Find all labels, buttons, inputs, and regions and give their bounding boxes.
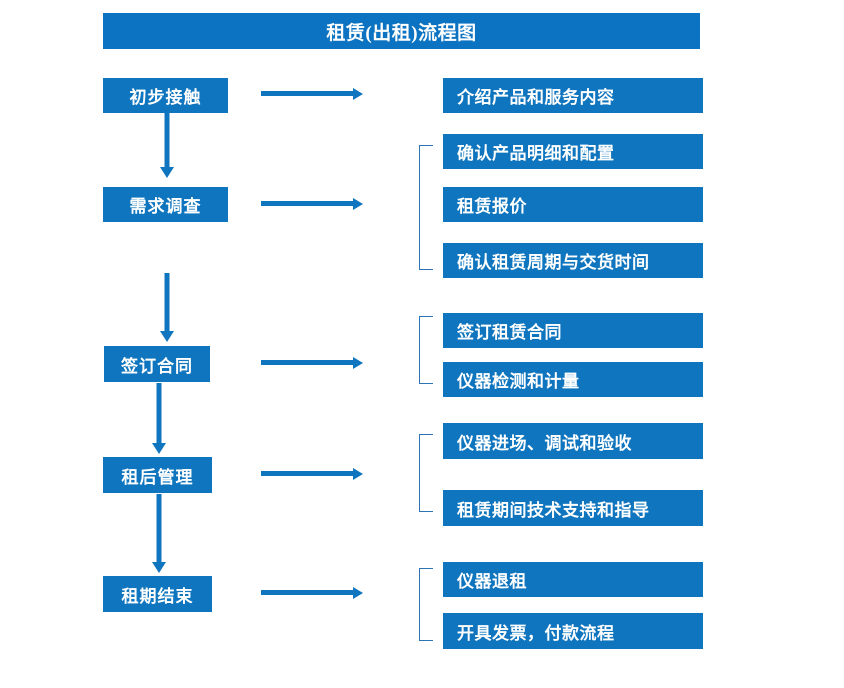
bracket-connector-postlease-group bbox=[419, 434, 433, 512]
arrow-right-icon-survey bbox=[261, 196, 364, 212]
arrow-down-icon-contact-to-survey bbox=[155, 113, 179, 179]
stage-box-requirement-survey[interactable]: 需求调查 bbox=[103, 187, 228, 222]
detail-box-sign-lease-contract[interactable]: 签订租赁合同 bbox=[443, 313, 703, 348]
bracket-connector-survey-group bbox=[419, 145, 433, 270]
bracket-connector-contract-group bbox=[419, 316, 433, 384]
arrow-down-icon-survey-to-contract bbox=[155, 273, 179, 343]
arrow-down-icon-contract-to-postlease bbox=[147, 383, 171, 455]
arrow-right-icon-postlease bbox=[261, 466, 364, 482]
detail-box-lease-quotation[interactable]: 租赁报价 bbox=[443, 187, 703, 222]
arrow-right-icon-leaseend bbox=[261, 585, 364, 601]
stage-box-sign-contract[interactable]: 签订合同 bbox=[104, 346, 210, 382]
detail-box-instrument-return[interactable]: 仪器退租 bbox=[443, 562, 703, 597]
detail-box-technical-support[interactable]: 租赁期间技术支持和指导 bbox=[443, 490, 703, 526]
arrow-down-icon-postlease-to-leaseend bbox=[147, 494, 171, 574]
detail-box-confirm-lease-period[interactable]: 确认租赁周期与交货时间 bbox=[443, 243, 703, 278]
detail-box-invoice-payment[interactable]: 开具发票，付款流程 bbox=[443, 613, 703, 649]
detail-box-introduce-products[interactable]: 介绍产品和服务内容 bbox=[443, 78, 703, 113]
stage-box-post-lease-management[interactable]: 租后管理 bbox=[103, 457, 212, 493]
bracket-connector-leaseend-group bbox=[419, 568, 433, 641]
arrow-right-icon-contact bbox=[261, 86, 364, 102]
detail-box-confirm-product-details[interactable]: 确认产品明细和配置 bbox=[443, 134, 703, 169]
detail-box-instrument-inspection[interactable]: 仪器检测和计量 bbox=[443, 362, 703, 397]
detail-box-instrument-entry-commissioning[interactable]: 仪器进场、调试和验收 bbox=[443, 423, 703, 459]
stage-box-initial-contact[interactable]: 初步接触 bbox=[103, 78, 228, 113]
page-title: 租赁(出租)流程图 bbox=[103, 13, 700, 49]
stage-box-lease-end[interactable]: 租期结束 bbox=[103, 576, 212, 612]
arrow-right-icon-sign-contract bbox=[261, 355, 364, 371]
